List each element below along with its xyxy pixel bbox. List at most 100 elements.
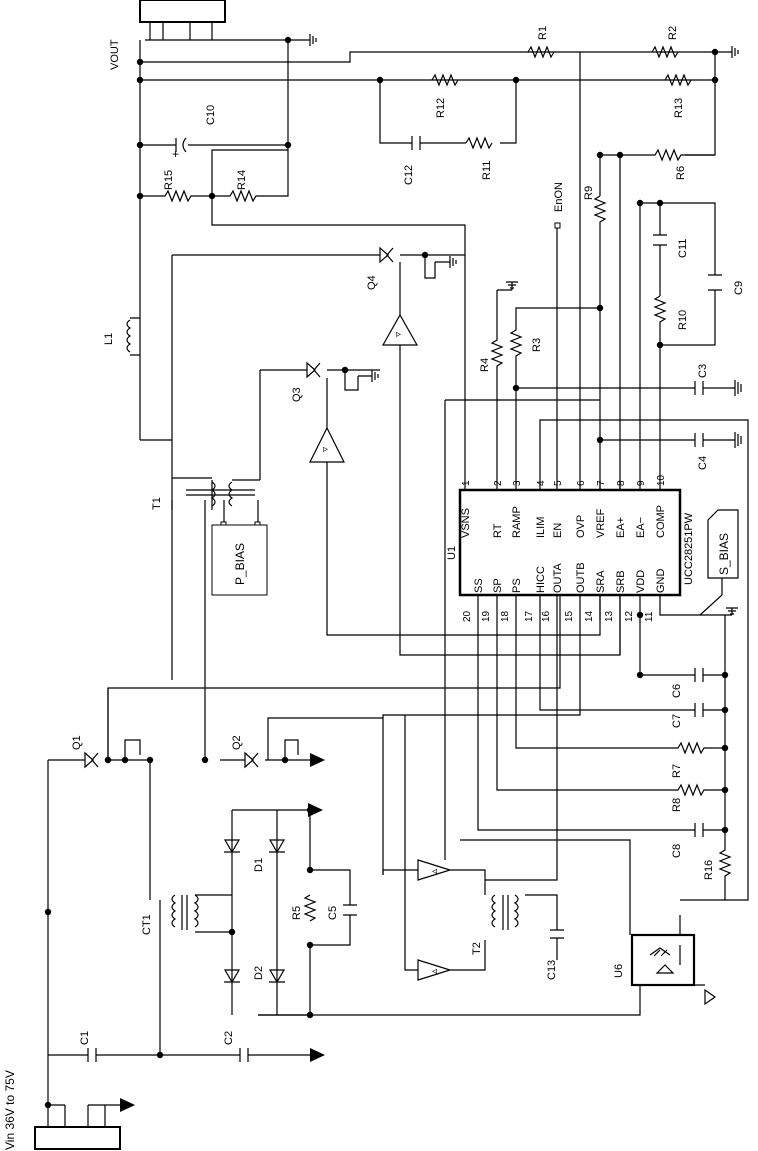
junction-dot: [306, 941, 314, 949]
u1-pin-number: 1: [461, 480, 472, 486]
ground-icon: [435, 256, 457, 268]
junction-dot: [156, 1051, 164, 1059]
junction-dot: [136, 192, 144, 200]
u1-pin-number: 12: [624, 610, 635, 622]
junction-dot: [512, 384, 520, 392]
c8-label: C8: [671, 844, 683, 858]
junction-dot: [636, 671, 644, 679]
u1-pin-name: VSNS: [460, 508, 472, 538]
junction-dot: [656, 341, 664, 349]
junction-dot: [306, 806, 314, 814]
u1-pin-name: RT: [492, 523, 504, 538]
junction-dot: [721, 826, 729, 834]
u1-pin-number: 11: [644, 611, 655, 622]
c6-label: C6: [671, 684, 683, 698]
u1-pin-name: PS: [511, 578, 523, 593]
junction-dot: [228, 928, 236, 936]
j2-connector: [139, 0, 226, 40]
c5-label: C5: [327, 906, 339, 920]
u1-pin-number: 7: [596, 480, 607, 486]
u1-pin-name: OUTA: [552, 563, 564, 593]
r11-label: R11: [481, 161, 493, 180]
junction-dot: [656, 199, 664, 207]
svg-text:◃: ◃: [432, 866, 437, 877]
u1-pin-name: ILIM: [535, 517, 547, 538]
q1-label: Q1: [71, 735, 83, 750]
u1-pin-name: OUTB: [575, 562, 587, 593]
c4-label: C4: [697, 456, 709, 470]
q2-label: Q2: [231, 735, 243, 750]
junction-dot: [512, 76, 520, 84]
r2-label: R2: [667, 26, 679, 40]
r14-label: R14: [236, 170, 248, 190]
ground-icon: [734, 380, 742, 396]
u1-pin-number: 2: [493, 480, 504, 486]
d1-label: D1: [253, 858, 265, 872]
junction-dot: [596, 304, 604, 312]
junction-dot: [284, 36, 292, 44]
q4-label: Q4: [366, 275, 378, 290]
junction-dot: [281, 756, 289, 764]
junction-dot: [636, 199, 644, 207]
junction-dot: [121, 756, 129, 764]
u1-pin-name: SRA: [595, 570, 607, 593]
p-bias-label: P_BIAS: [233, 543, 247, 585]
junction-dot: [616, 151, 624, 159]
r7-label: R7: [671, 764, 683, 778]
c7-label: C7: [671, 714, 683, 728]
junction-dot: [376, 76, 384, 84]
u1-pin-number: 19: [481, 610, 492, 622]
svg-text:+: +: [172, 147, 179, 161]
s-bias-label: S_BIAS: [717, 533, 731, 575]
t1-label: T1: [151, 497, 163, 510]
r10-label: R10: [677, 310, 689, 330]
u1-pin-name: SRB: [615, 570, 627, 593]
u1-pin-name: VREF: [595, 508, 607, 538]
u1-pin-number: 15: [564, 610, 575, 622]
svg-text:▹: ▹: [323, 444, 328, 455]
c2-label: C2: [223, 1031, 235, 1045]
u1-pin-name: EA+: [615, 517, 627, 538]
u1-pin-number: 9: [636, 480, 647, 486]
u1-pin-number: 16: [541, 610, 552, 622]
l1-label: L1: [103, 333, 115, 345]
ground-icon: [506, 281, 518, 290]
ground-icon: [358, 370, 379, 382]
r9-label: R9: [583, 186, 595, 200]
ground-icon: [300, 34, 317, 46]
junction-dot: [201, 756, 209, 764]
u1-pin-name: EN: [552, 523, 564, 538]
junction-dot: [136, 58, 144, 66]
junction-dot: [306, 866, 314, 874]
junction-dot: [284, 141, 292, 149]
r1-label: R1: [537, 26, 549, 40]
junction-dot: [596, 151, 604, 159]
u1-left-pins: 1VSNS2RT3RAMP4ILIM5EN6OVP7VREF8EA+9EA−10…: [460, 474, 667, 538]
u1-pin-number: 18: [500, 610, 511, 622]
junction-dot: [136, 76, 144, 84]
u1-pin-number: 3: [512, 480, 523, 486]
r5-label: R5: [291, 906, 303, 920]
u1-pin-name: OVP: [575, 515, 587, 538]
u1-pin-name: GND: [655, 569, 667, 594]
junction-dot: [421, 251, 429, 259]
u1-pin-name: VDD: [635, 570, 647, 593]
junction-dot: [721, 706, 729, 714]
ground-icon: [715, 46, 739, 58]
junction-dot: [721, 786, 729, 794]
u1-ic: [458, 488, 682, 597]
junction-dot: [721, 671, 729, 679]
r3-label: R3: [531, 338, 543, 352]
r6-label: R6: [675, 166, 687, 180]
ground-icon: [734, 432, 742, 448]
junction-dot: [136, 141, 144, 149]
junction-dot: [341, 366, 349, 374]
u6-label: U6: [613, 964, 625, 978]
u1-pin-number: 10: [656, 474, 667, 486]
junction-dot: [104, 756, 112, 764]
u1-part-number: UCC28251PW: [683, 512, 695, 585]
junction-dot: [146, 756, 154, 764]
r4-label: R4: [479, 358, 491, 372]
junction-dot: [711, 76, 719, 84]
junction-dot: [721, 744, 729, 752]
